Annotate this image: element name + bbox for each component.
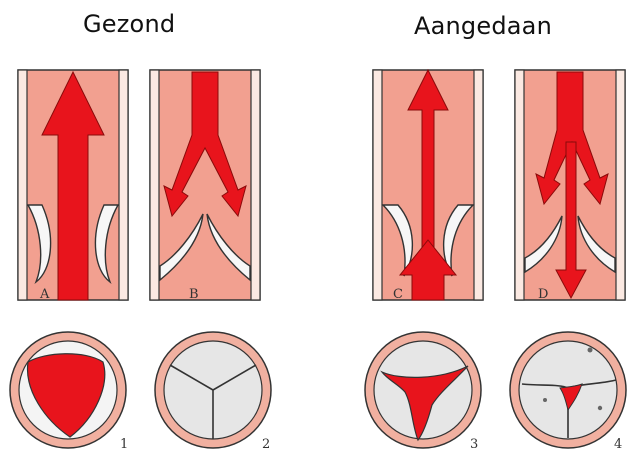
valve-label-3: 3 [470,437,478,452]
valve-cross-section-2: 2 [155,332,271,452]
vessel-wall-left [18,70,27,300]
valve-label-2: 2 [262,437,270,452]
vessel-wall-right [474,70,483,300]
valve-cross-section-4: 4 [510,332,626,452]
panel-label-a: A [39,287,50,302]
valve-label-4: 4 [614,437,622,452]
vessel-wall-left [150,70,159,300]
debris-dot [543,398,547,402]
panel-a: A [18,70,128,302]
panel-label-d: D [538,287,548,302]
vessel-wall-right [119,70,128,300]
valve-cross-section-3: 3 [365,332,481,452]
vessel-wall-left [515,70,524,300]
panel-label-b: B [189,287,199,302]
panel-b: B [150,70,260,302]
vessel-wall-left [373,70,382,300]
debris-dot [598,406,602,410]
valve-label-1: 1 [120,437,128,452]
debris-dot [588,348,593,353]
panel-label-c: C [393,287,403,302]
panel-c: C [373,70,483,302]
vessel-wall-right [616,70,625,300]
panel-d: D [515,70,625,302]
valve-cross-section-1: 1 [10,332,128,452]
vessel-wall-right [251,70,260,300]
